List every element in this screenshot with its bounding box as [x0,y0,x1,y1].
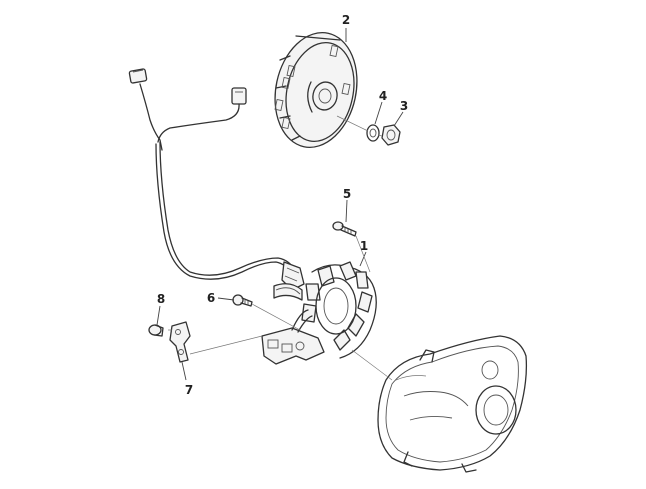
callout-bracket: 7 [185,383,193,397]
stator-bolt-part [332,221,357,237]
bracket-part [169,321,191,363]
flywheel-part [274,32,358,148]
callout-bracket-bolt: 8 [157,292,165,306]
stator-part [261,261,377,365]
nut-part [381,124,401,146]
bracket-bolt-part [148,324,164,337]
clamp-bolt-part [232,294,253,307]
callouts: 1 2 3 4 5 6 7 8 [157,13,408,397]
callout-clamp-bolt: 6 [207,291,215,305]
callout-flywheel: 2 [342,13,350,27]
leader-lines [156,28,404,381]
washer-part [366,124,380,142]
callout-stator: 1 [360,239,368,253]
crankcase-cover [377,335,528,473]
callout-washer: 4 [379,89,387,103]
callout-stator-bolt: 5 [343,187,351,201]
callout-nut: 3 [400,99,408,113]
